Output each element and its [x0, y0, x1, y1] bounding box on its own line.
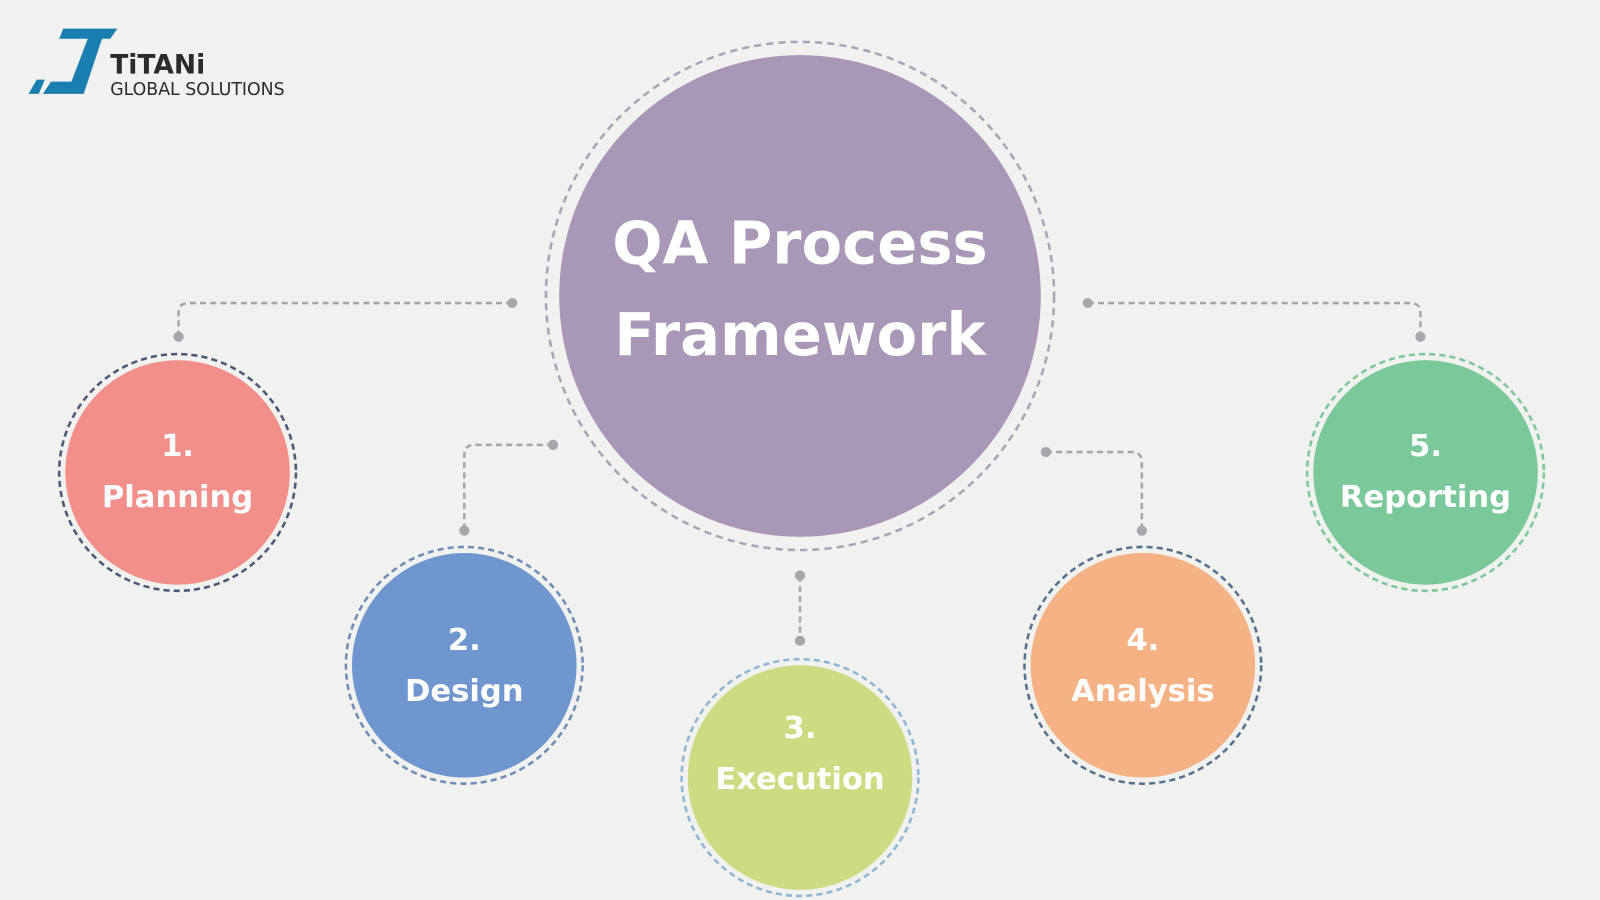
step-number: 4.: [1126, 623, 1159, 658]
step-label: Execution: [715, 762, 884, 797]
step-planning: 1. Planning: [57, 352, 298, 593]
step-number: 3.: [784, 711, 817, 746]
step-label: Analysis: [1071, 674, 1215, 709]
step-label: Planning: [102, 480, 253, 515]
logo-name: TiTANi: [110, 49, 205, 80]
logo-tagline: GLOBAL SOLUTIONS: [110, 80, 284, 100]
center-node: QA Process Framework: [544, 40, 1056, 552]
center-title-line2: Framework: [614, 300, 987, 369]
step-label: Reporting: [1340, 480, 1511, 515]
titani-logo: TiTANi GLOBAL SOLUTIONS: [28, 28, 285, 100]
logo-mark-icon: [42, 28, 118, 94]
step-number: 5.: [1409, 429, 1442, 464]
step-number: 1.: [161, 429, 194, 464]
step-analysis: 4. Analysis: [1023, 545, 1263, 785]
center-title-line1: QA Process: [612, 208, 988, 277]
step-execution: 3. Execution: [680, 657, 920, 898]
connectors: [173, 297, 1426, 646]
step-design: 2. Design: [344, 545, 584, 785]
step-number: 2.: [448, 623, 481, 658]
step-reporting: 5. Reporting: [1305, 352, 1546, 593]
step-label: Design: [405, 674, 524, 709]
